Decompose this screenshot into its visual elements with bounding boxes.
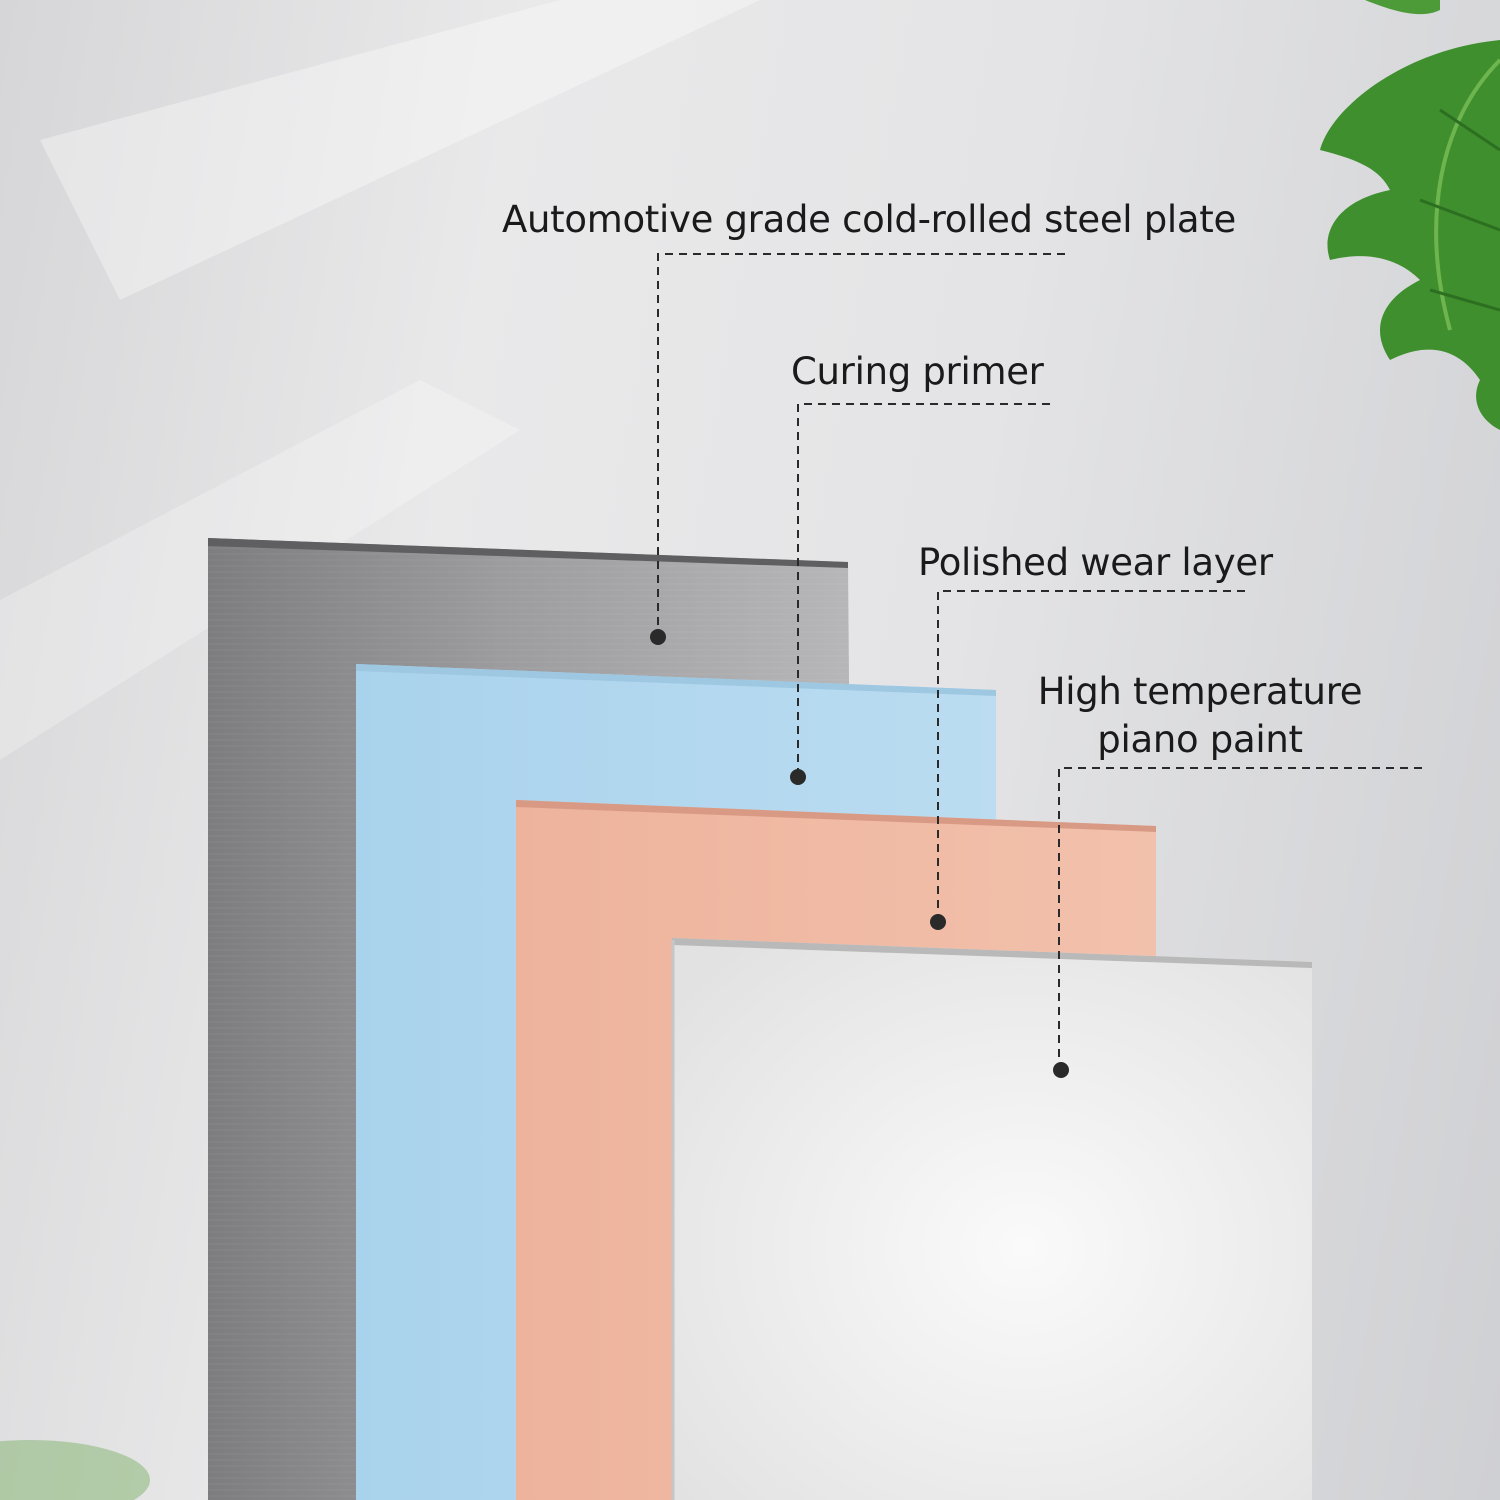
label-piano-paint-line-1: High temperature [1037,670,1363,713]
label-steel-plate: Automotive grade cold-rolled steel plate [502,198,1236,241]
light-streak [40,0,760,300]
piano-paint-layer [671,938,1312,1500]
label-piano-paint-line-2: piano paint [1097,718,1303,761]
marker-dot-wear [930,914,946,930]
plant-blur [0,1440,150,1500]
leader-line-piano [1058,767,1422,1069]
marker-dot-steel [650,629,666,645]
leader-line-primer [797,403,1050,776]
leader-line-steel [657,253,1065,636]
monstera-leaf-icon [1320,0,1500,430]
label-curing-primer: Curing primer [791,350,1044,393]
label-piano-paint: High temperature piano paint [1010,668,1390,764]
marker-dot-primer [790,769,806,785]
marker-dot-piano [1053,1062,1069,1078]
leader-line-wear [937,590,1245,921]
label-wear-layer: Polished wear layer [918,541,1273,584]
